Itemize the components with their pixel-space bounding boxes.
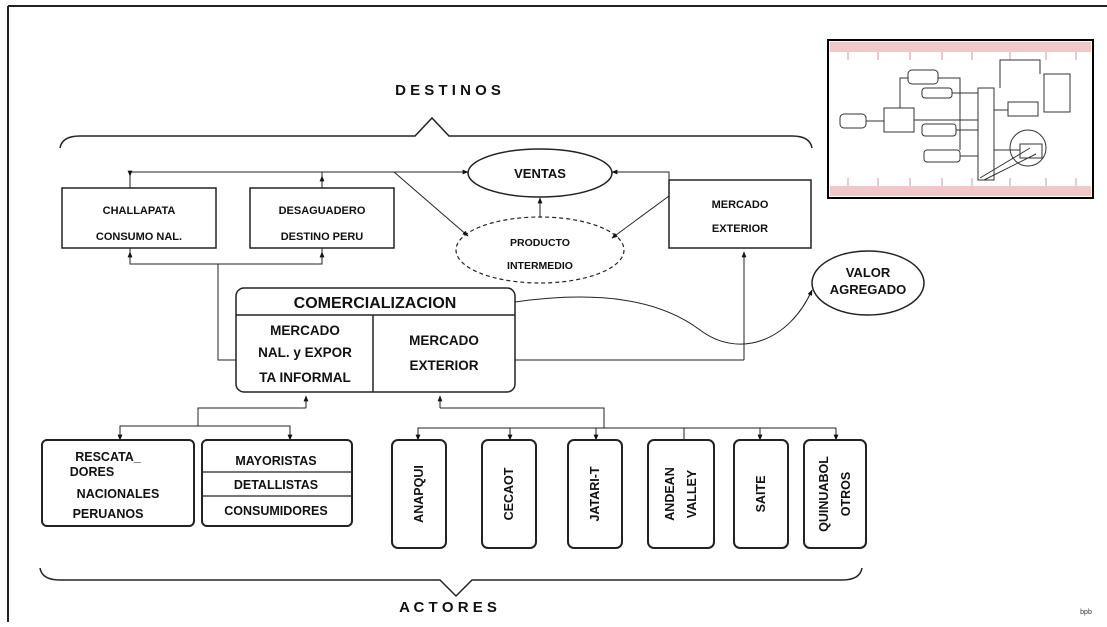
mayoristas-label: MAYORISTAS: [235, 454, 316, 468]
mercado-exterior-line-1: MERCADO: [712, 199, 769, 211]
saite-label: SAITE: [754, 476, 768, 513]
rescatadores-line-3: NACIONALES: [77, 487, 160, 501]
destinos-brace: [59, 116, 813, 149]
mayoristas-box: MAYORISTAS DETALLISTAS CONSUMIDORES: [201, 439, 353, 527]
valor-agregado-ellipse: VALOR AGREGADO: [811, 250, 925, 316]
quinuabol-line-2: OTROS: [839, 472, 853, 516]
challapata-line-1: CHALLAPATA: [103, 205, 176, 217]
consumidores-label: CONSUMIDORES: [224, 504, 327, 518]
comercializacion-left-line-2: NAL. y EXPOR: [258, 345, 352, 360]
desaguadero-line-2: DESTINO PERU: [281, 231, 364, 243]
cecaot-label: CECAOT: [502, 467, 516, 520]
rescatadores-line-4: PERUANOS: [73, 507, 144, 521]
comercializacion-right-line-2: EXTERIOR: [409, 358, 478, 373]
rescatadores-box: RESCATA_ DORES NACIONALES PERUANOS: [41, 439, 195, 527]
producto-line-1: PRODUCTO: [510, 237, 570, 249]
ventas-label: VENTAS: [514, 166, 566, 181]
comercializacion-left-line-3: TA INFORMAL: [259, 370, 350, 385]
ventas-ellipse: VENTAS: [467, 148, 613, 198]
detallistas-label: DETALLISTAS: [234, 478, 318, 492]
andean-line-1: ANDEAN: [663, 467, 677, 520]
comercializacion-title: COMERCIALIZACION: [294, 295, 457, 312]
mercado-exterior-line-2: EXTERIOR: [712, 223, 768, 235]
rescatadores-line-2: DORES: [70, 465, 114, 479]
anapqui-label: ANAPQUI: [412, 465, 426, 523]
rescatadores-line-1: RESCATA_: [75, 450, 142, 464]
valor-agregado-line-1: VALOR: [846, 265, 891, 280]
comercializacion-right-line-1: MERCADO: [409, 333, 479, 348]
thumbnail-inset: [827, 39, 1094, 199]
comercializacion-box: COMERCIALIZACION MERCADO NAL. y EXPOR TA…: [235, 287, 516, 393]
andean-line-2: VALLEY: [685, 469, 699, 518]
anapqui-box: ANAPQUI: [391, 439, 447, 549]
challapata-line-2: CONSUMO NAL.: [96, 231, 182, 243]
actores-heading: A C T O R E S: [399, 599, 497, 616]
comercializacion-left-line-1: MERCADO: [270, 323, 340, 338]
quinuabol-line-1: QUINUABOL: [817, 456, 831, 532]
mercado-exterior-box: MERCADO EXTERIOR: [668, 179, 812, 249]
saite-box: SAITE: [733, 439, 789, 549]
destinos-heading: D E S T I N O S: [395, 82, 501, 99]
valor-agregado-line-2: AGREGADO: [830, 282, 907, 297]
desaguadero-line-1: DESAGUADERO: [279, 205, 366, 217]
producto-intermedio-ellipse: PRODUCTO INTERMEDIO: [455, 216, 625, 284]
desaguadero-box: DESAGUADERO DESTINO PERU: [249, 187, 395, 249]
andean-valley-box: ANDEAN VALLEY: [647, 439, 715, 549]
actor-connectors: [117, 395, 839, 441]
corner-mark: bpb: [1080, 609, 1092, 616]
actores-brace: [39, 567, 863, 598]
challapata-box: CHALLAPATA CONSUMO NAL.: [61, 187, 217, 249]
jatari-label: JATARI-T: [588, 466, 602, 521]
cecaot-box: CECAOT: [481, 439, 537, 549]
jatari-box: JATARI-T: [567, 439, 623, 549]
quinuabol-box: QUINUABOL OTROS: [803, 439, 867, 549]
producto-line-2: INTERMEDIO: [507, 260, 573, 272]
destination-connectors: [127, 169, 813, 361]
